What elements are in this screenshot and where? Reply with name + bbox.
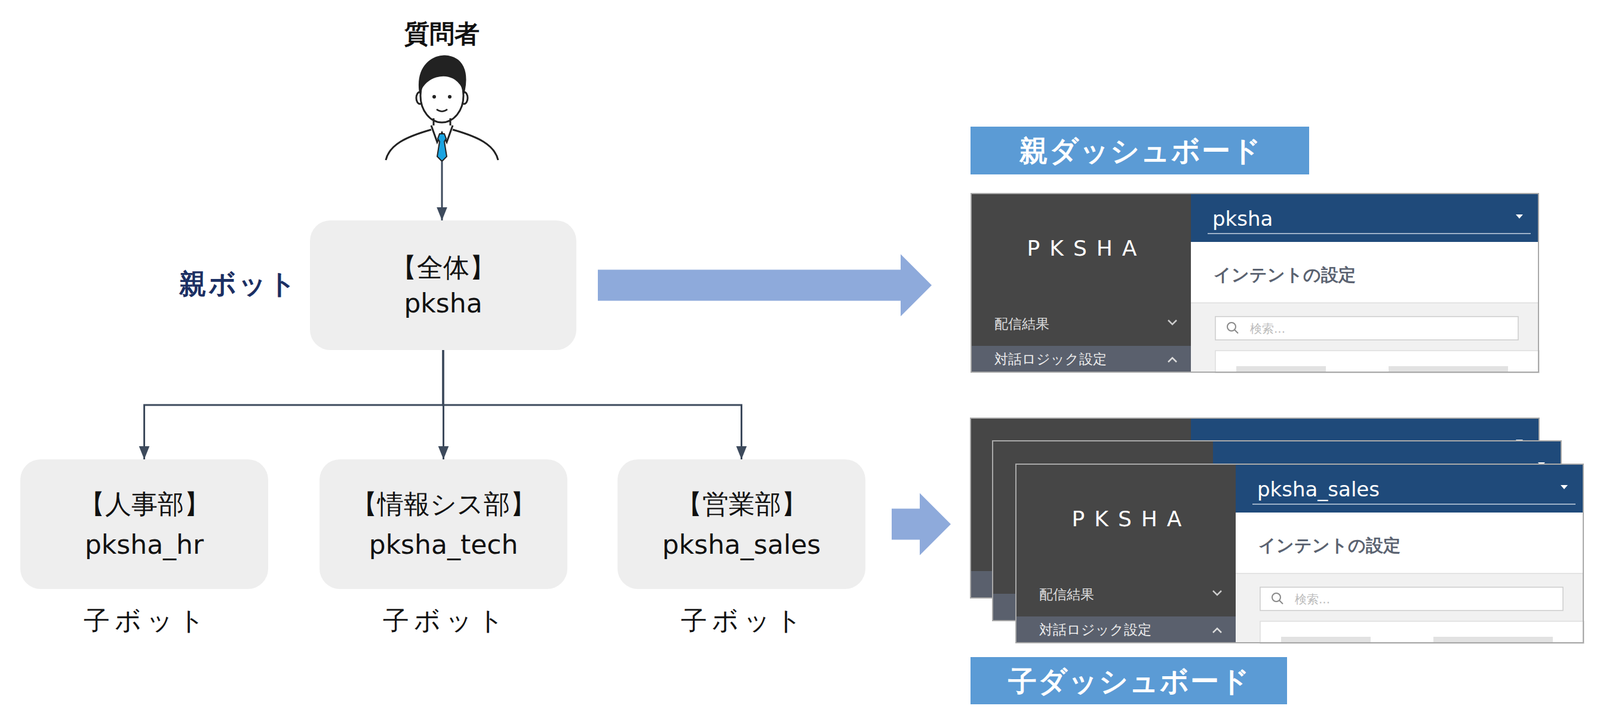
logo-text: PKSHA	[1016, 505, 1237, 533]
dashboard-title-band: 親ダッシュボード	[970, 126, 1310, 175]
child-bot-box: 【営業部】pksha_sales子ボット	[617, 459, 866, 589]
connector-arrow	[441, 161, 444, 221]
parent-dashboard-art	[970, 192, 1540, 373]
department-name: 【情報シス部】	[351, 483, 537, 525]
bot-selector: pksha	[1212, 206, 1273, 231]
page-heading: インテントの設定	[1213, 264, 1356, 285]
dashboard-title: 親ダッシュボード	[1018, 132, 1262, 169]
person-node: 質問者	[382, 17, 502, 162]
search-placeholder: 検索...	[1294, 591, 1331, 607]
child-bot-box: 【情報シス部】pksha_tech子ボット	[319, 459, 568, 589]
person-hair	[419, 56, 466, 91]
parent-dashboard-screenshot: PKSHA 配信結果対話ロジック設定 pksha インテントの設定検索...	[970, 192, 1540, 373]
page-heading: インテントの設定	[1258, 535, 1401, 556]
bot-selector: pksha_sales	[1257, 477, 1380, 502]
person-shoulder	[385, 129, 432, 161]
logo-text: PKSHA	[971, 235, 1193, 262]
department-name: 【人事部】	[78, 483, 211, 525]
menu-item: 対話ロジック設定	[994, 350, 1107, 368]
menu-item: 対話ロジック設定	[1039, 621, 1152, 638]
connector-arrow	[443, 349, 742, 460]
person-eye	[432, 94, 436, 99]
connector-arrow	[442, 349, 445, 460]
bot-id: pksha_tech	[369, 524, 519, 565]
parent-bot-label: 親ボット	[163, 268, 299, 299]
child-bot-box: 【人事部】pksha_hr子ボット	[20, 459, 269, 589]
dashboard-title: 子ダッシュボード	[1006, 662, 1251, 699]
person-tie	[437, 133, 447, 162]
child-bot-label: 子ボット	[319, 605, 568, 636]
department-name: 【営業部】	[676, 483, 808, 525]
flow-arrow	[891, 493, 951, 556]
person-eye	[447, 94, 452, 99]
bot-id: pksha_sales	[662, 524, 821, 565]
person-shoulder	[452, 129, 499, 161]
child-dashboard-screenshot: PKSHA 配信結果対話ロジック設定 pksha_sales インテントの設定検索..…	[1015, 463, 1584, 644]
parent-bot-box: 親ボット【全体】pksha	[309, 220, 577, 350]
menu-item: 配信結果	[1039, 585, 1095, 603]
department-name: 【全体】	[390, 249, 496, 286]
flow-arrow	[597, 254, 932, 317]
dashboard-title-band: 子ダッシュボード	[970, 656, 1288, 705]
menu-item: 配信結果	[994, 315, 1050, 333]
child-bot-label: 子ボット	[20, 605, 269, 636]
search-placeholder: 検索...	[1250, 321, 1286, 336]
person-illustration	[385, 56, 499, 162]
child-dashboard-art	[1015, 463, 1584, 644]
connector-arrow	[144, 349, 444, 460]
bot-id: pksha_hr	[84, 524, 204, 565]
person-label: 質問者	[382, 19, 502, 49]
child-bot-label: 子ボット	[617, 605, 866, 636]
person-mouth	[436, 109, 448, 112]
bot-id: pksha	[403, 285, 482, 322]
